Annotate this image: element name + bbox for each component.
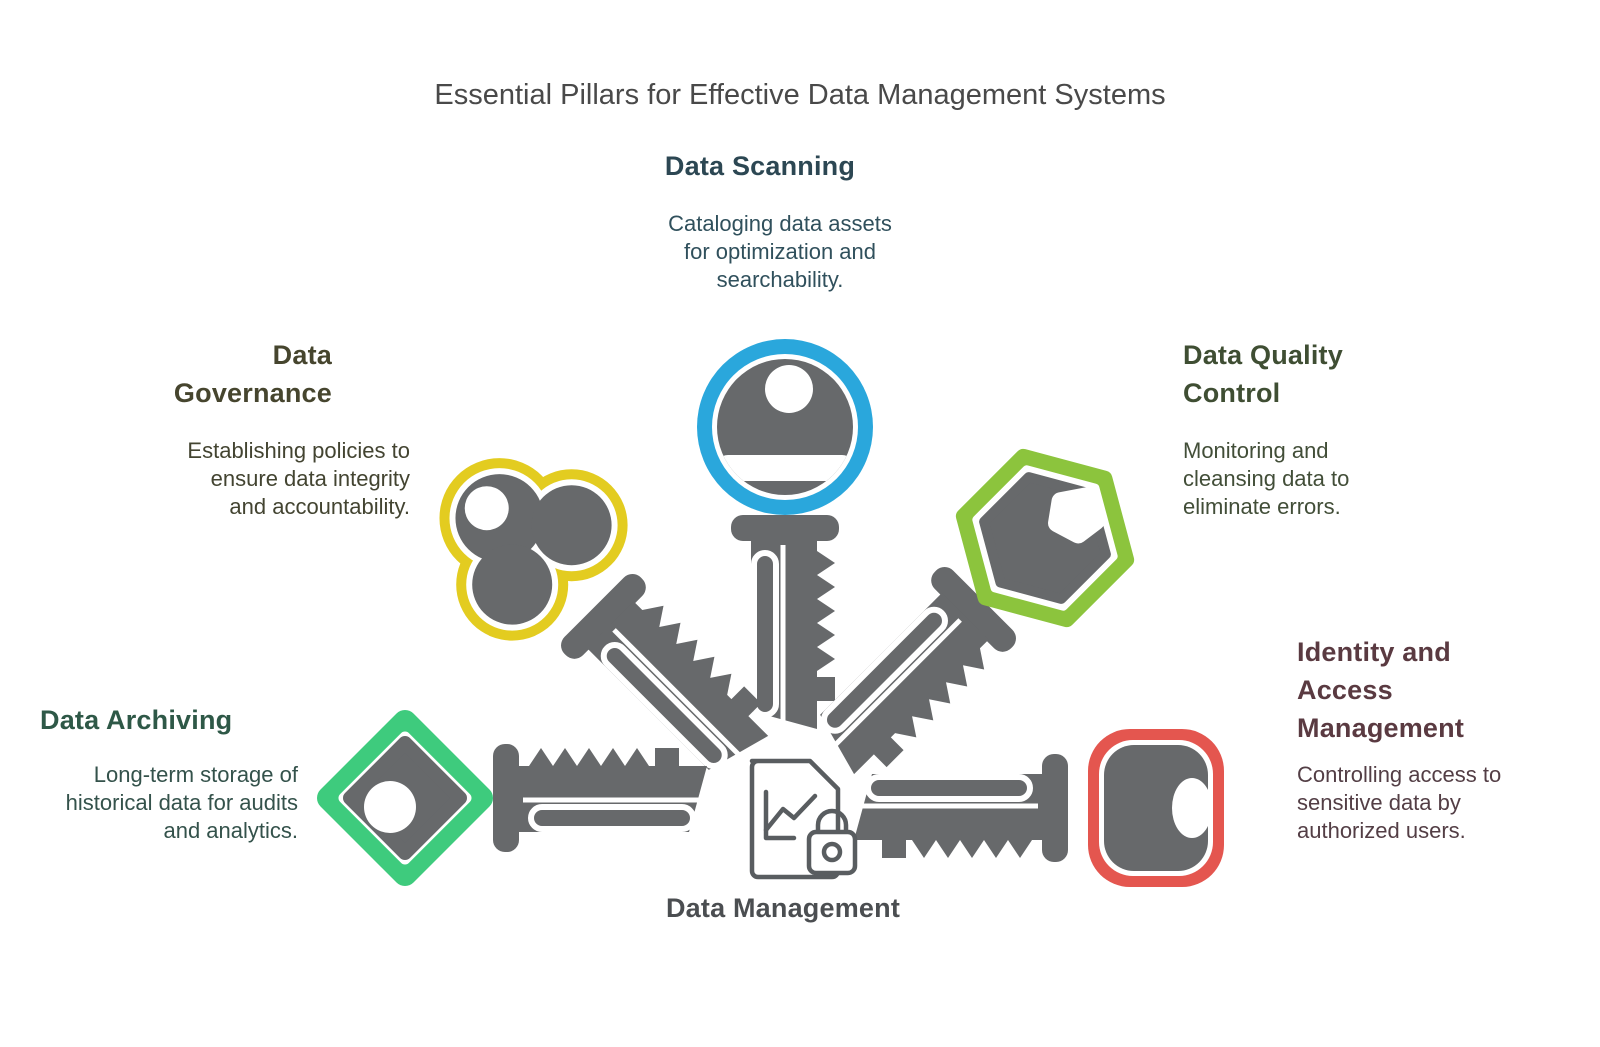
data-scanning-key-icon (697, 339, 873, 729)
padlock-keyhole-icon (821, 841, 843, 863)
center-label-data-management: Data Management (665, 893, 901, 923)
identity-access-key-icon (854, 729, 1224, 887)
pillar-description-data-governance: Establishing policies to ensure data int… (187, 438, 410, 519)
pillar-heading-data-governance: Data Governance (173, 340, 332, 408)
data-archiving-key-icon (317, 710, 707, 886)
padlock-shackle-icon (815, 808, 849, 836)
chart-line-icon (763, 793, 818, 833)
pillar-description-data-quality-control: Monitoring and cleansing data to elimina… (1183, 438, 1350, 519)
pillar-heading-data-scanning: Data Scanning (664, 151, 856, 181)
data-governance-key-icon (439, 458, 815, 828)
pillar-heading-data-archiving: Data Archiving (40, 705, 233, 735)
data-quality-key-icon (780, 448, 1135, 803)
pillar-description-data-archiving: Long-term storage of historical data for… (65, 762, 298, 843)
pillar-heading-identity-access-management: Identity and Access Management (1297, 637, 1465, 743)
data-management-icon (749, 758, 858, 880)
page-title: Essential Pillars for Effective Data Man… (434, 79, 1166, 111)
pillar-description-data-scanning: Cataloging data assets for optimization … (668, 211, 892, 292)
pillar-description-identity-access-management: Controlling access to sensitive data by … (1297, 762, 1502, 843)
pillar-heading-data-quality-control: Data Quality Control (1183, 340, 1343, 408)
chart-axes-icon (763, 789, 797, 841)
